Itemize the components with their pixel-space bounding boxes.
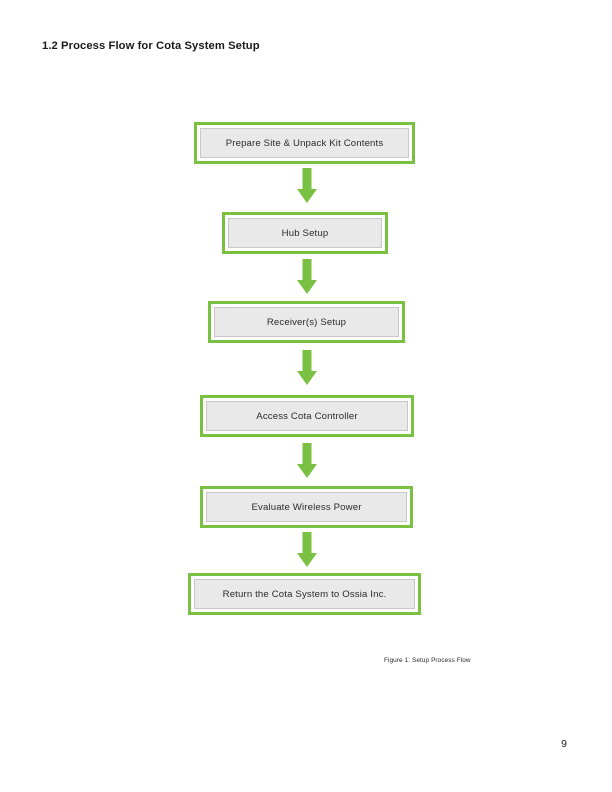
flow-node-body: Access Cota Controller [206, 401, 408, 431]
flow-arrow-down-icon [296, 350, 318, 386]
flow-node-label: Return the Cota System to Ossia Inc. [222, 588, 387, 600]
flow-node-label: Evaluate Wireless Power [251, 501, 362, 513]
flow-node-access-cota-controller[interactable]: Access Cota Controller [200, 395, 414, 437]
flow-node-evaluate-wireless-power[interactable]: Evaluate Wireless Power [200, 486, 413, 528]
flow-node-hub-setup[interactable]: Hub Setup [222, 212, 388, 254]
flow-arrow-down-icon [296, 532, 318, 568]
page-number: 9 [561, 738, 567, 750]
flow-arrow-down-icon [296, 259, 318, 295]
flow-node-body: Receiver(s) Setup [214, 307, 399, 337]
flow-node-body: Evaluate Wireless Power [206, 492, 407, 522]
flow-node-body: Hub Setup [228, 218, 382, 248]
flow-node-body: Prepare Site & Unpack Kit Contents [200, 128, 409, 158]
flow-node-label: Receiver(s) Setup [266, 316, 347, 328]
flow-node-label: Hub Setup [281, 227, 329, 239]
flow-arrow-down-icon [296, 168, 318, 204]
flow-node-body: Return the Cota System to Ossia Inc. [194, 579, 415, 609]
flow-node-return-cota-system[interactable]: Return the Cota System to Ossia Inc. [188, 573, 421, 615]
flow-node-prepare-site[interactable]: Prepare Site & Unpack Kit Contents [194, 122, 415, 164]
flow-node-label: Prepare Site & Unpack Kit Contents [225, 137, 384, 149]
flow-node-label: Access Cota Controller [256, 410, 358, 422]
figure-caption: Figure 1: Setup Process Flow [384, 657, 471, 664]
page-title: 1.2 Process Flow for Cota System Setup [42, 40, 260, 52]
flow-arrow-down-icon [296, 443, 318, 479]
flow-node-receivers-setup[interactable]: Receiver(s) Setup [208, 301, 405, 343]
